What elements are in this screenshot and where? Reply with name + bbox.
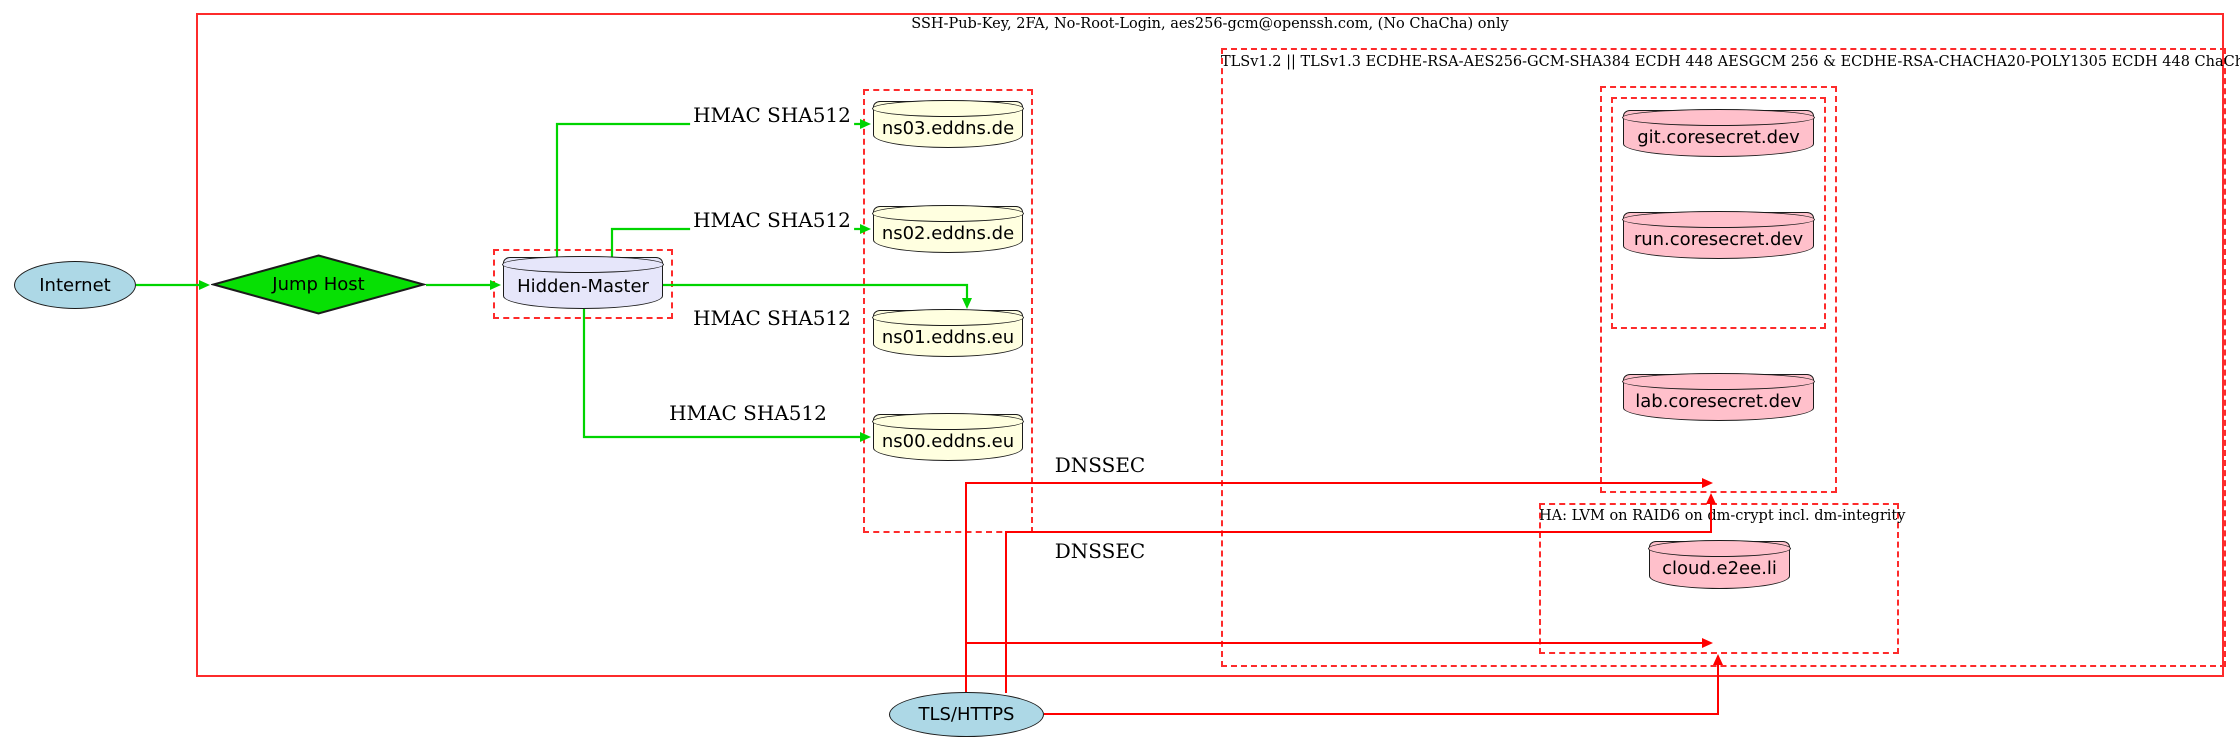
cylinder-lid xyxy=(872,100,1024,118)
node-ns02: ns02.eddns.de xyxy=(872,205,1024,253)
edge-label-dnssec-bottom: DNSSEC xyxy=(1051,539,1149,563)
cylinder-lid xyxy=(502,256,664,274)
cylinder-lid xyxy=(872,413,1024,431)
cluster-ssh-title: SSH-Pub-Key, 2FA, No-Root-Login, aes256-… xyxy=(911,16,1509,32)
node-cloud-label: cloud.e2ee.li xyxy=(1662,558,1777,579)
cylinder-lid xyxy=(872,205,1024,223)
cylinder-lid xyxy=(1622,373,1815,391)
edge-label-hmac-ns03: HMAC SHA512 xyxy=(690,103,854,127)
node-ns01: ns01.eddns.eu xyxy=(872,309,1024,357)
node-ns00-label: ns00.eddns.eu xyxy=(881,430,1015,452)
cylinder-lid xyxy=(872,309,1024,327)
edge-label-hmac-ns02: HMAC SHA512 xyxy=(690,208,854,232)
edge-label-dnssec-top: DNSSEC xyxy=(1051,453,1149,477)
cluster-tls-box xyxy=(1221,48,2226,667)
cluster-ha-title: HA: LVM on RAID6 on dm-crypt incl. dm-in… xyxy=(1539,508,1906,524)
node-tls-https-label: TLS/HTTPS xyxy=(918,704,1015,725)
cluster-git-run-box xyxy=(1611,97,1826,329)
node-git: git.coresecret.dev xyxy=(1622,109,1815,157)
cylinder-lid xyxy=(1648,540,1791,558)
node-git-label: git.coresecret.dev xyxy=(1637,126,1800,148)
node-hidden-master-label: Hidden-Master xyxy=(517,276,649,297)
node-ns03-label: ns03.eddns.de xyxy=(881,117,1015,139)
node-ns03: ns03.eddns.de xyxy=(872,100,1024,148)
node-ns02-label: ns02.eddns.de xyxy=(881,222,1015,244)
node-internet: Internet xyxy=(14,261,136,309)
node-internet-label: Internet xyxy=(39,274,111,296)
cluster-tls-title: TLSv1.2 || TLSv1.3 ECDHE-RSA-AES256-GCM-… xyxy=(1221,54,2240,70)
edge-label-hmac-ns00: HMAC SHA512 xyxy=(666,401,830,425)
node-run: run.coresecret.dev xyxy=(1622,211,1815,259)
node-tls-https: TLS/HTTPS xyxy=(889,692,1044,737)
cylinder-lid xyxy=(1622,211,1815,229)
node-run-label: run.coresecret.dev xyxy=(1633,228,1804,250)
node-jump-host-label: Jump Host xyxy=(272,274,365,295)
node-ns01-label: ns01.eddns.eu xyxy=(881,326,1015,348)
cluster-coresecret-box xyxy=(1600,86,1837,493)
diamond-shape xyxy=(211,254,426,315)
cluster-nameservers-box xyxy=(863,89,1033,533)
node-jump-host: Jump Host xyxy=(211,254,426,315)
node-lab-label: lab.coresecret.dev xyxy=(1635,390,1802,412)
cylinder-lid xyxy=(1622,109,1815,127)
node-hidden-master: Hidden-Master xyxy=(502,256,664,309)
node-ns00: ns00.eddns.eu xyxy=(872,413,1024,461)
node-cloud: cloud.e2ee.li xyxy=(1648,540,1791,589)
edge-label-hmac-ns01: HMAC SHA512 xyxy=(690,306,854,330)
node-lab: lab.coresecret.dev xyxy=(1622,373,1815,421)
